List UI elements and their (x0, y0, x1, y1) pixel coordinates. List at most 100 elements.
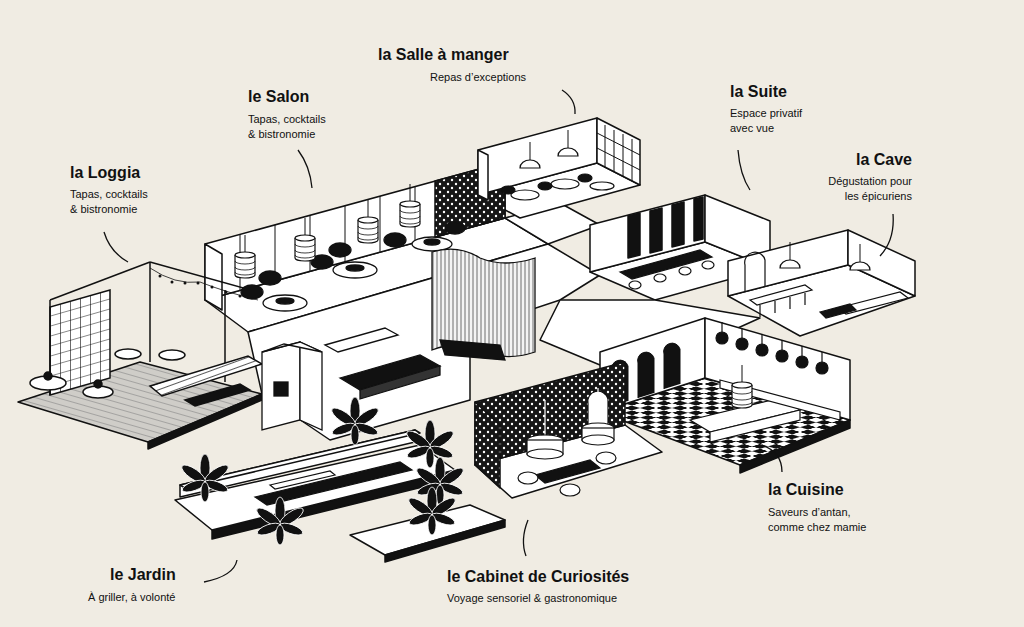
salon-details (333, 262, 377, 278)
leader-lines (298, 150, 312, 188)
leader-lines (204, 560, 237, 582)
salon-details (424, 239, 440, 245)
room-tagline: Saveurs d’antan, comme chez mamie (768, 505, 873, 535)
salon-details (445, 222, 465, 234)
room-name: le Salon (248, 87, 309, 107)
room-name: la Cave (856, 150, 912, 170)
leader-lines (104, 90, 893, 582)
cave-details (750, 285, 812, 305)
lounge-details (262, 342, 322, 352)
walls (478, 150, 488, 200)
room-name: le Jardin (110, 565, 176, 585)
suite-details (620, 250, 714, 289)
lounge-details (325, 328, 398, 352)
salon-details (358, 200, 378, 243)
cave-details (820, 304, 856, 318)
loggia-details (159, 350, 185, 360)
kitchen-details (756, 344, 768, 356)
floors (385, 520, 505, 562)
garden-details (179, 397, 466, 545)
loggia-details (149, 262, 151, 362)
lounge-details (274, 382, 288, 396)
cabinet-details (582, 435, 614, 445)
walls (848, 230, 915, 296)
suite-details (654, 274, 666, 282)
room-name: la Loggia (70, 163, 140, 183)
garden-details (404, 420, 456, 468)
room-tagline: Tapas, cocktails & bistronomie (70, 187, 156, 217)
walls (205, 244, 222, 310)
loggia-details (94, 380, 102, 388)
salon-details (400, 184, 420, 227)
salon-details (346, 265, 364, 271)
room-name: le Cabinet de Curiosités (447, 567, 629, 587)
suite-details (629, 281, 641, 289)
loggia-details (160, 276, 240, 296)
salon-details (235, 184, 465, 311)
salon-details (295, 218, 315, 261)
kitchen-details (776, 350, 788, 362)
cabinet-details (518, 472, 538, 484)
walls (672, 202, 684, 247)
salon-details (276, 298, 294, 304)
walls (597, 118, 640, 185)
salon-details (259, 271, 281, 285)
kitchen-details (736, 338, 748, 350)
room-tagline: Espace privatif avec vue (730, 106, 815, 136)
leader-lines (562, 90, 575, 114)
cabinet-details (518, 388, 616, 496)
leader-lines (762, 445, 782, 472)
garden-details (406, 487, 458, 535)
cave-details (780, 242, 800, 268)
suite-details (620, 250, 712, 279)
leader-lines (104, 232, 128, 262)
cabinet-details (560, 484, 580, 496)
garden-details (270, 471, 335, 489)
walls (628, 213, 640, 258)
room-name: la Cuisine (768, 480, 844, 500)
kitchen-details (816, 362, 828, 374)
room-tagline: À griller, à volonté (88, 590, 175, 605)
kitchen-details (716, 332, 728, 344)
cabinet-details (527, 449, 563, 459)
kitchen-details (796, 356, 808, 368)
walls (180, 118, 915, 497)
room-tagline: Repas d’exceptions (430, 70, 526, 85)
salon-details (263, 295, 307, 311)
garden-details (254, 497, 306, 545)
kitchen-details (710, 410, 800, 442)
loggia-details (50, 262, 150, 300)
garden-details (179, 454, 231, 502)
room-name: la Suite (730, 82, 787, 102)
dining-details (538, 182, 552, 190)
lounge-details (262, 342, 300, 430)
cabinet-details (596, 452, 616, 464)
dining-details (578, 174, 592, 182)
cabinet-details (535, 460, 600, 483)
dining-details (558, 130, 578, 156)
room-tagline: Voyage sensoriel & gastronomique (447, 591, 617, 606)
kitchen-details (690, 322, 840, 442)
garden-details (329, 397, 381, 445)
lounge-details (262, 249, 535, 430)
walls (475, 402, 500, 488)
walls (728, 230, 848, 296)
cave-details (750, 242, 908, 318)
loggia-details (44, 372, 52, 380)
cave-details (760, 293, 805, 317)
salon-details (329, 243, 351, 257)
dining-details (551, 179, 579, 189)
kitchen-details (732, 365, 752, 408)
walls (745, 252, 765, 291)
room-tagline: Dégustation pour les épicuriens (812, 174, 912, 204)
walls (597, 125, 640, 181)
lounge-details (300, 342, 322, 430)
walls (650, 208, 662, 253)
room-name: la Salle à manger (378, 45, 509, 65)
leader-lines (523, 520, 528, 556)
room-tagline: Tapas, cocktails & bistronomie (248, 112, 334, 142)
walls (694, 197, 703, 241)
dining-details (501, 130, 614, 200)
